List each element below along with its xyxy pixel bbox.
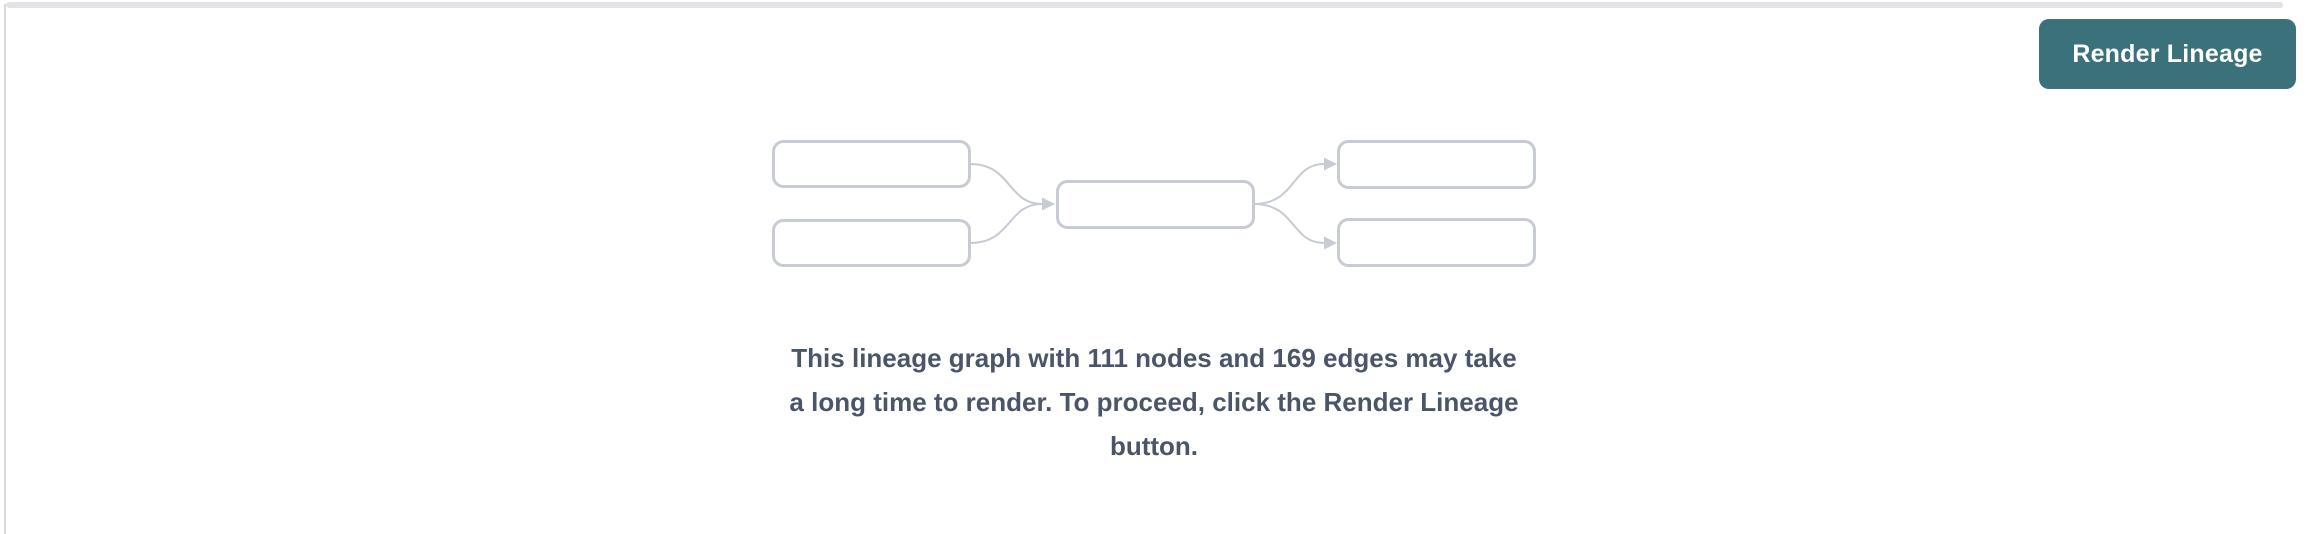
- panel-top-divider: [6, 2, 2283, 8]
- render-warning-line: button.: [1109, 431, 1199, 461]
- lineage-placeholder-content: This lineage graph with 111 nodes and 16…: [764, 135, 1544, 468]
- render-warning-line: a long time to render. To proceed, click…: [789, 387, 1519, 417]
- lineage-graph-placeholder-icon: [772, 140, 1536, 267]
- render-warning-message: This lineage graph with 111 nodes and 16…: [789, 336, 1518, 468]
- render-lineage-button[interactable]: Render Lineage: [2039, 19, 2296, 89]
- render-warning-line: This lineage graph with 111 nodes and 16…: [791, 343, 1517, 373]
- panel-left-border: [4, 4, 6, 534]
